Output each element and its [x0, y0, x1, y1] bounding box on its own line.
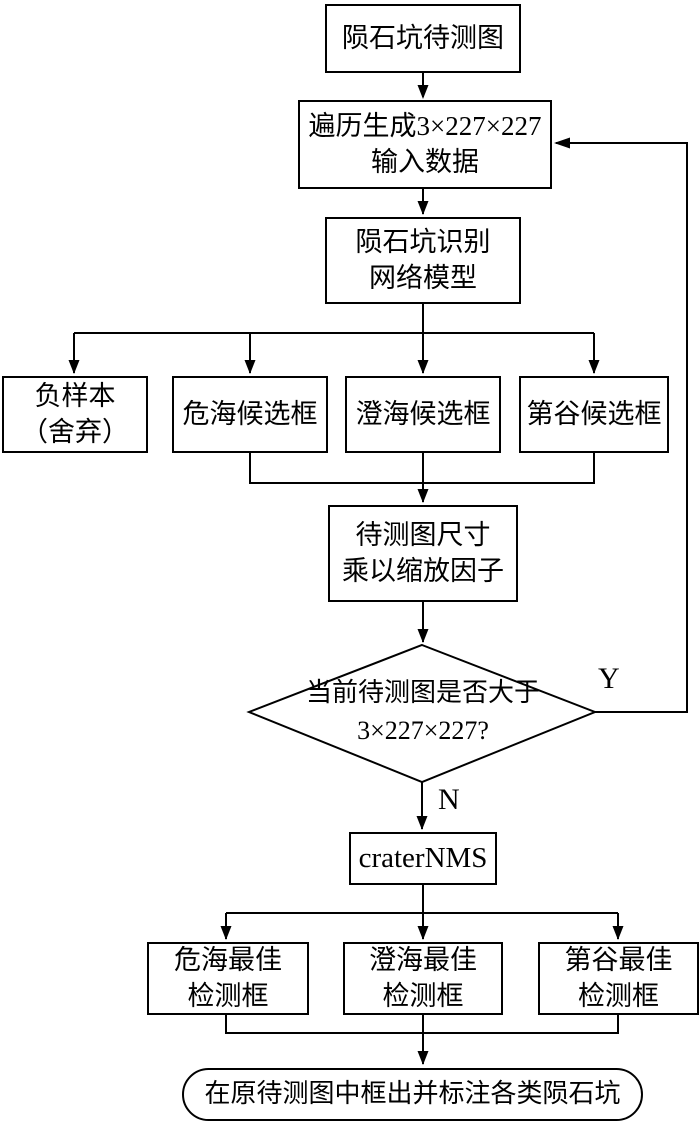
- branch-label-no: N: [438, 783, 460, 816]
- node-weihai-candidate: 危海候选框: [172, 376, 328, 453]
- node-chenghai-best-line1: 澄海最佳: [369, 944, 477, 975]
- connector-network-split: [73, 304, 595, 373]
- node-digu-best-line2: 检测框: [578, 980, 659, 1011]
- node-scale-factor-line2: 乘以缩放因子: [342, 555, 504, 586]
- node-size-decision: 当前待测图是否大于 3×227×227?: [252, 668, 594, 756]
- node-weihai-candidate-label: 危海候选框: [182, 398, 318, 429]
- node-final-output: 在原待测图中框出并标注各类陨石坑: [182, 1068, 643, 1121]
- node-scale-factor: 待测图尺寸 乘以缩放因子: [328, 505, 518, 602]
- node-negative-sample: 负样本 （舍弃）: [2, 376, 148, 453]
- node-scale-factor-line1: 待测图尺寸: [355, 519, 491, 550]
- node-size-decision-line2: 3×227×227?: [357, 716, 489, 745]
- node-digu-best: 第谷最佳 检测框: [538, 942, 699, 1015]
- node-generate-input: 遍历生成3×227×227 输入数据: [298, 100, 552, 189]
- branch-label-yes: Y: [598, 662, 620, 695]
- connector-yes-feedback: [556, 142, 688, 713]
- node-digu-candidate-label: 第谷候选框: [526, 398, 662, 429]
- node-negative-sample-line1: 负样本: [34, 380, 116, 411]
- node-chenghai-candidate: 澄海候选框: [345, 376, 501, 453]
- connector-candidates-merge: [249, 453, 595, 502]
- node-crater-nms-label: craterNMS: [358, 842, 488, 875]
- node-digu-candidate: 第谷候选框: [519, 376, 669, 453]
- node-weihai-best: 危海最佳 检测框: [147, 942, 309, 1015]
- node-recognition-network-line1: 陨石坑识别: [355, 226, 491, 257]
- node-final-output-label: 在原待测图中框出并标注各类陨石坑: [204, 1079, 621, 1109]
- arrowheads: [68, 85, 624, 1065]
- node-size-decision-line1: 当前待测图是否大于: [305, 678, 540, 708]
- node-chenghai-best: 澄海最佳 检测框: [343, 942, 503, 1015]
- node-recognition-network: 陨石坑识别 网络模型: [325, 217, 521, 304]
- node-source-image: 陨石坑待测图: [325, 4, 521, 73]
- node-chenghai-candidate-label: 澄海候选框: [355, 398, 491, 429]
- node-negative-sample-line2: （舍弃）: [21, 416, 129, 447]
- node-generate-input-line2: 输入数据: [371, 146, 479, 177]
- node-generate-input-line1: 遍历生成3×227×227: [308, 110, 542, 141]
- connector-best-merge: [225, 1015, 619, 1064]
- node-crater-nms: craterNMS: [349, 832, 497, 885]
- node-source-image-label: 陨石坑待测图: [342, 22, 504, 53]
- node-chenghai-best-line2: 检测框: [382, 980, 464, 1011]
- node-weihai-best-line1: 危海最佳: [174, 944, 282, 975]
- node-digu-best-line1: 第谷最佳: [564, 944, 673, 975]
- node-recognition-network-line2: 网络模型: [369, 262, 477, 293]
- node-weihai-best-line2: 检测框: [187, 980, 269, 1011]
